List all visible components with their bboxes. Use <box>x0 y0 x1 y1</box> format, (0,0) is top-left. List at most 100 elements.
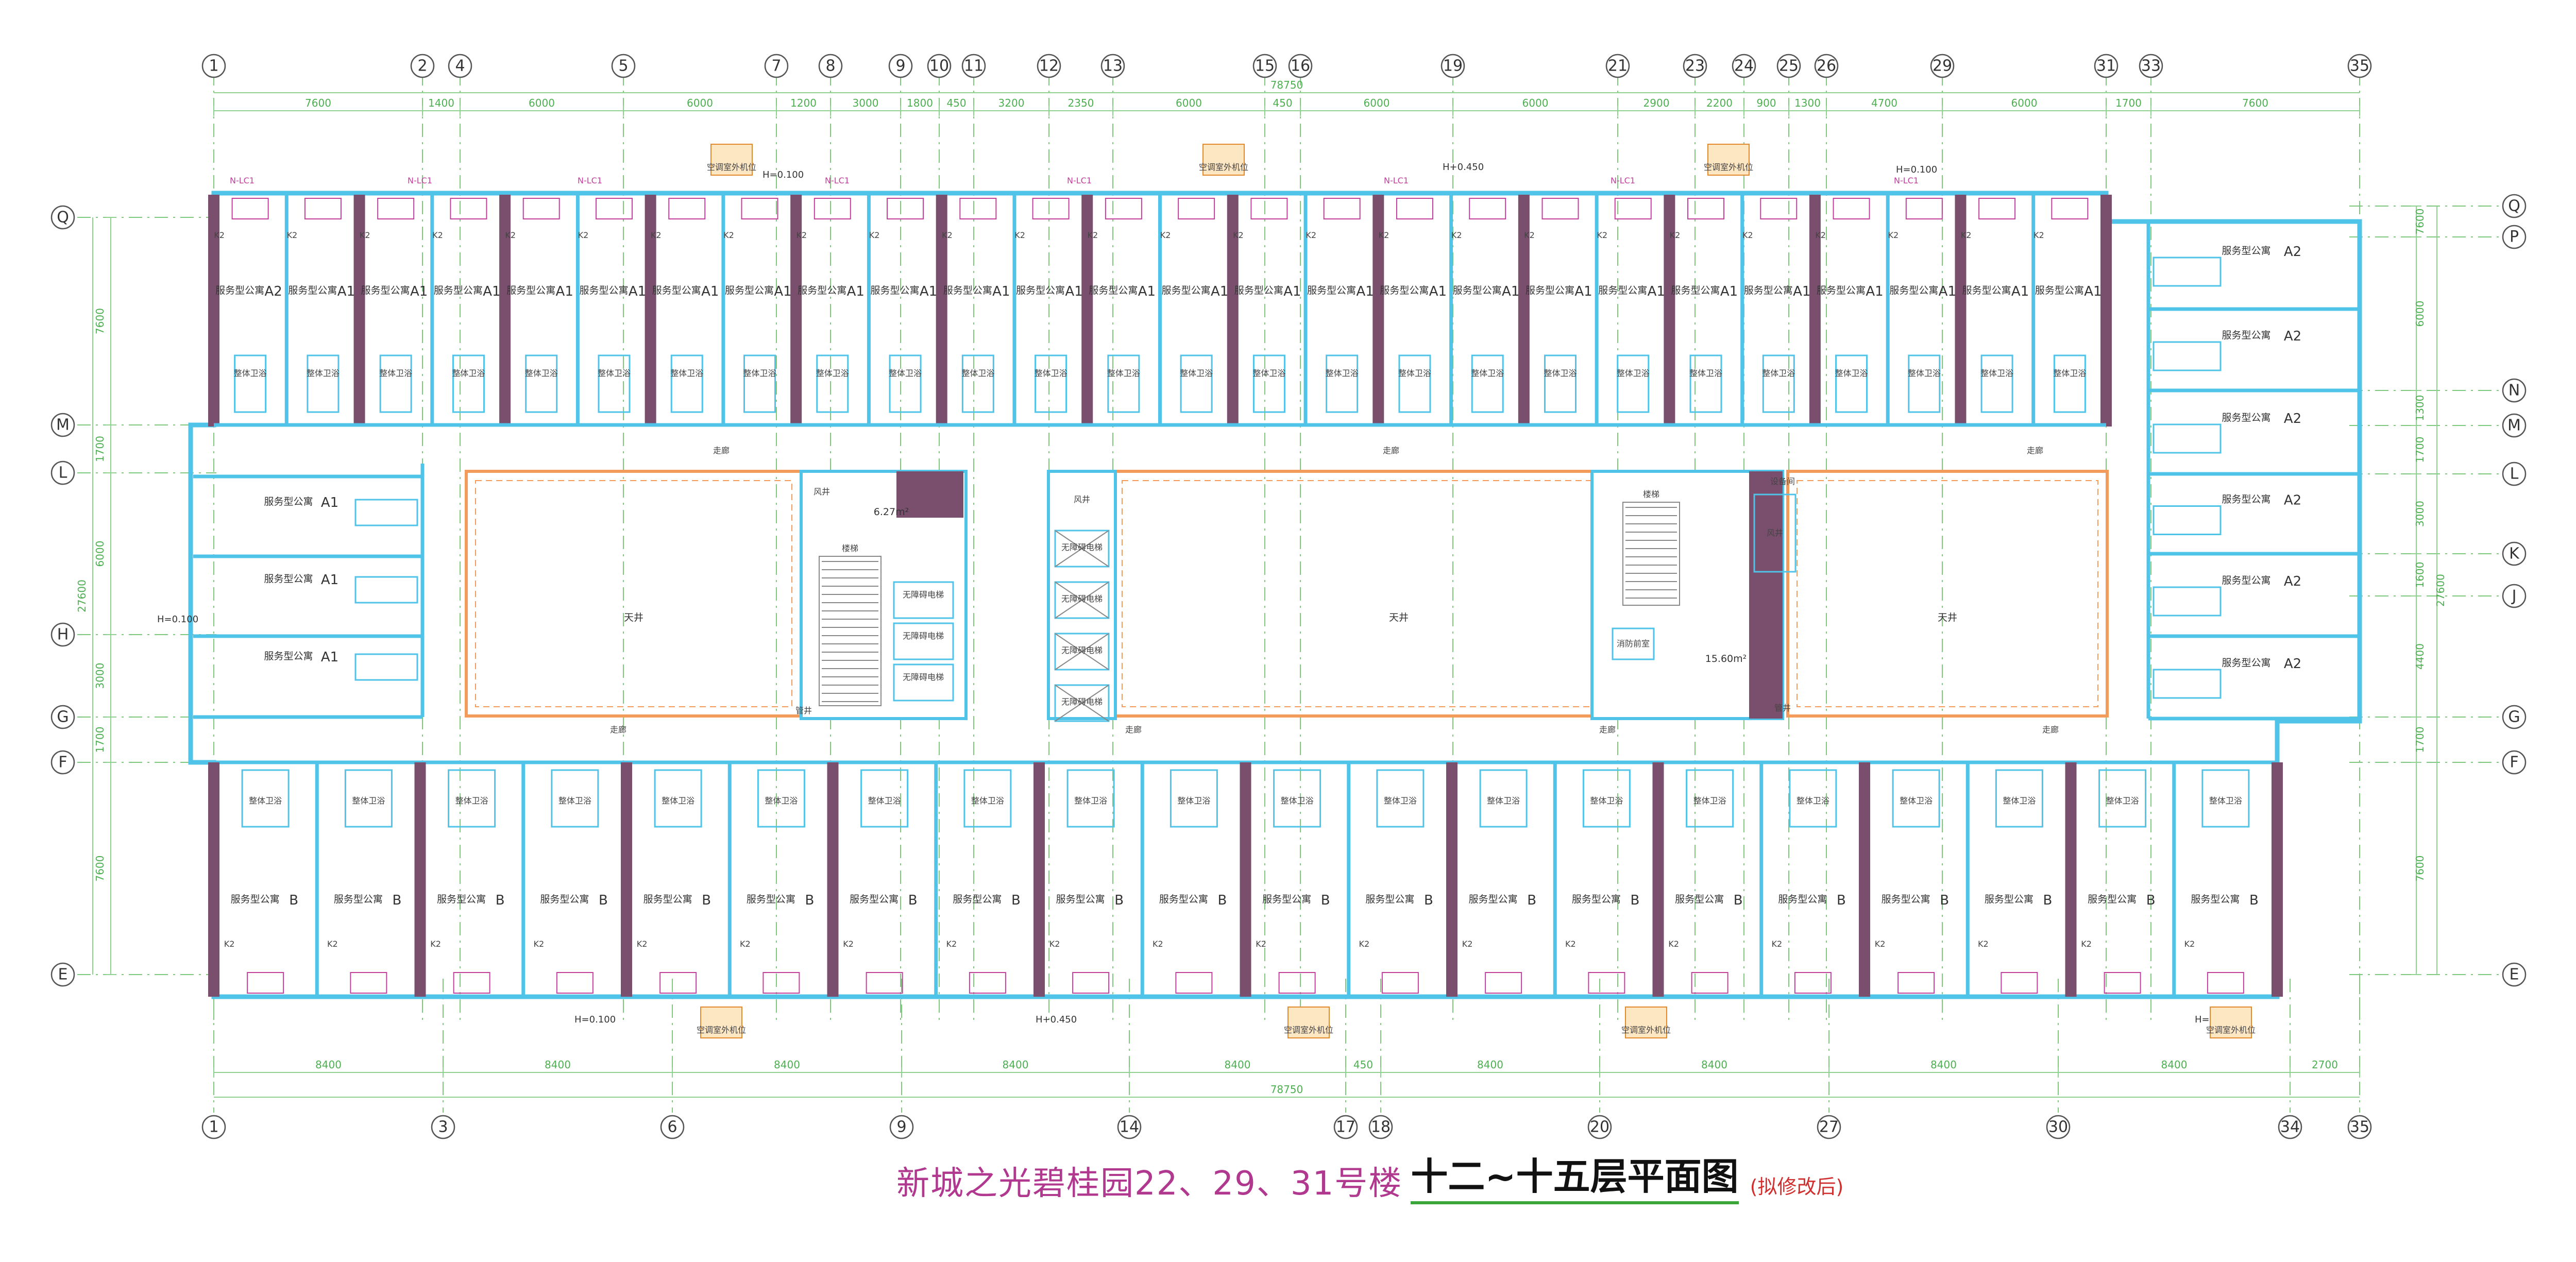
north-bathroom <box>1471 354 1504 413</box>
south-k2-mark: K2 <box>637 939 648 949</box>
north-k2-mark: K2 <box>1888 230 1899 240</box>
south-bathroom <box>1273 769 1321 828</box>
north-unit-type: A1 <box>992 284 1010 299</box>
north-column <box>499 195 511 427</box>
grid-bubble-top-25 <box>1776 54 1801 78</box>
north-ac-box <box>522 198 560 219</box>
south-bathroom <box>1582 769 1631 828</box>
top-dim-label: 7600 <box>2242 97 2268 109</box>
east-bathroom <box>2153 423 2222 454</box>
grid-bubble-top-11 <box>961 54 986 78</box>
south-bathroom <box>1789 769 1837 828</box>
south-k2-mark: K2 <box>534 939 545 949</box>
grid-bubble-right-M <box>2502 413 2527 438</box>
south-bathroom-label: 整体卫浴 <box>249 796 282 806</box>
north-unit-type: A1 <box>1211 284 1228 299</box>
top-dim-label: 6000 <box>1364 97 1390 109</box>
north-bathroom-label: 整体卫浴 <box>1471 368 1504 378</box>
north-unit-room-name: 服务型公寓 <box>215 285 264 296</box>
north-column <box>208 195 219 427</box>
north-k2-mark: K2 <box>723 230 734 240</box>
window-code-mark: N-LC1 <box>408 176 432 185</box>
north-ac-box <box>1978 198 2016 219</box>
east-equipment-label: 设备间 <box>1770 476 1795 486</box>
west-elevator <box>893 663 954 702</box>
north-unit-room-name: 服务型公寓 <box>579 285 628 296</box>
north-ac-box <box>2051 198 2089 219</box>
east-stair <box>1622 502 1680 606</box>
south-column <box>1859 762 1870 997</box>
south-unit-room-name: 服务型公寓 <box>1778 894 1827 905</box>
north-bathroom-label: 整体卫浴 <box>525 368 558 378</box>
south-unit-type: B <box>1321 893 1330 908</box>
south-bathroom <box>241 769 290 828</box>
north-bathroom <box>1617 354 1650 413</box>
south-unit-room-name: 服务型公寓 <box>437 894 486 905</box>
west-bathroom <box>354 499 418 526</box>
south-ac-box <box>1072 972 1110 994</box>
corridor-label: 走廊 <box>2042 725 2059 735</box>
south-bathroom <box>1066 769 1115 828</box>
north-unit-type: A1 <box>1866 284 1883 299</box>
grid-bubble-left-G-label: G <box>57 708 69 726</box>
north-unit-room-name: 服务型公寓 <box>1307 285 1356 296</box>
ac-unit-tag <box>1202 144 1245 176</box>
top-dim-label: 1200 <box>790 97 817 109</box>
window-code-mark: N-LC1 <box>230 176 255 185</box>
south-unit-room-name: 服务型公寓 <box>953 894 1002 905</box>
south-column <box>414 762 426 997</box>
top-dim-label: 3000 <box>853 97 879 109</box>
north-ac-box <box>1250 198 1288 219</box>
north-unit-type: A1 <box>774 284 791 299</box>
south-ac-box <box>350 972 387 994</box>
south-unit-type: B <box>392 893 401 908</box>
west-elevator <box>893 581 954 619</box>
south-unit-type: B <box>702 893 711 908</box>
north-k2-mark: K2 <box>505 230 516 240</box>
south-k2-mark: K2 <box>2081 939 2092 949</box>
center-shaft-label: 风井 <box>1074 494 1090 504</box>
elevation-mark: H+0.450 <box>1036 1014 1077 1025</box>
south-unit-room-name: 服务型公寓 <box>643 894 692 905</box>
south-bathroom-label: 整体卫浴 <box>352 796 385 806</box>
south-unit-room-name: 服务型公寓 <box>1882 894 1930 905</box>
north-ac-box <box>1833 198 1870 219</box>
grid-bubble-bottom-35 <box>2347 1115 2372 1139</box>
south-unit-room-name: 服务型公寓 <box>2088 894 2137 905</box>
window-code-mark: N-LC1 <box>1611 176 1635 185</box>
right-dim-label: 4400 <box>2414 643 2426 670</box>
north-column <box>353 195 365 427</box>
south-bathroom <box>551 769 599 828</box>
ac-unit-tag <box>710 144 753 176</box>
south-ac-box <box>1485 972 1522 994</box>
north-unit-type: A1 <box>1138 284 1156 299</box>
top-dim-label: 6000 <box>687 97 713 109</box>
north-bathroom-label: 整体卫浴 <box>1835 368 1868 378</box>
north-unit-room-name: 服务型公寓 <box>1089 285 1138 296</box>
top-total-label: 78750 <box>1270 79 1303 91</box>
grid-bubble-left-L-label: L <box>59 464 67 482</box>
north-bathroom-label: 整体卫浴 <box>1908 368 1941 378</box>
north-column <box>1081 195 1093 427</box>
south-bathroom-label: 整体卫浴 <box>765 796 798 806</box>
north-bathroom-label: 整体卫浴 <box>234 368 267 378</box>
south-ac-box <box>2207 972 2244 994</box>
west-unit-type: A1 <box>321 572 338 588</box>
south-k2-mark: K2 <box>1153 939 1163 949</box>
north-unit-room-name: 服务型公寓 <box>1526 285 1574 296</box>
bottom-dim-label: 2700 <box>2312 1059 2338 1071</box>
north-unit-type: A1 <box>1065 284 1082 299</box>
north-bathroom <box>1180 354 1213 413</box>
atrium-label: 天井 <box>1938 612 1957 623</box>
grid-bubble-right-L-label: L <box>2510 465 2519 483</box>
south-bathroom <box>1686 769 1734 828</box>
north-k2-mark: K2 <box>1670 230 1681 240</box>
north-bathroom-label: 整体卫浴 <box>1107 368 1140 378</box>
north-column <box>1809 195 1821 427</box>
north-k2-mark: K2 <box>1742 230 1753 240</box>
south-unit-room-name: 服务型公寓 <box>231 894 280 905</box>
north-bathroom <box>1398 354 1431 413</box>
ac-unit-tag <box>700 1007 742 1038</box>
